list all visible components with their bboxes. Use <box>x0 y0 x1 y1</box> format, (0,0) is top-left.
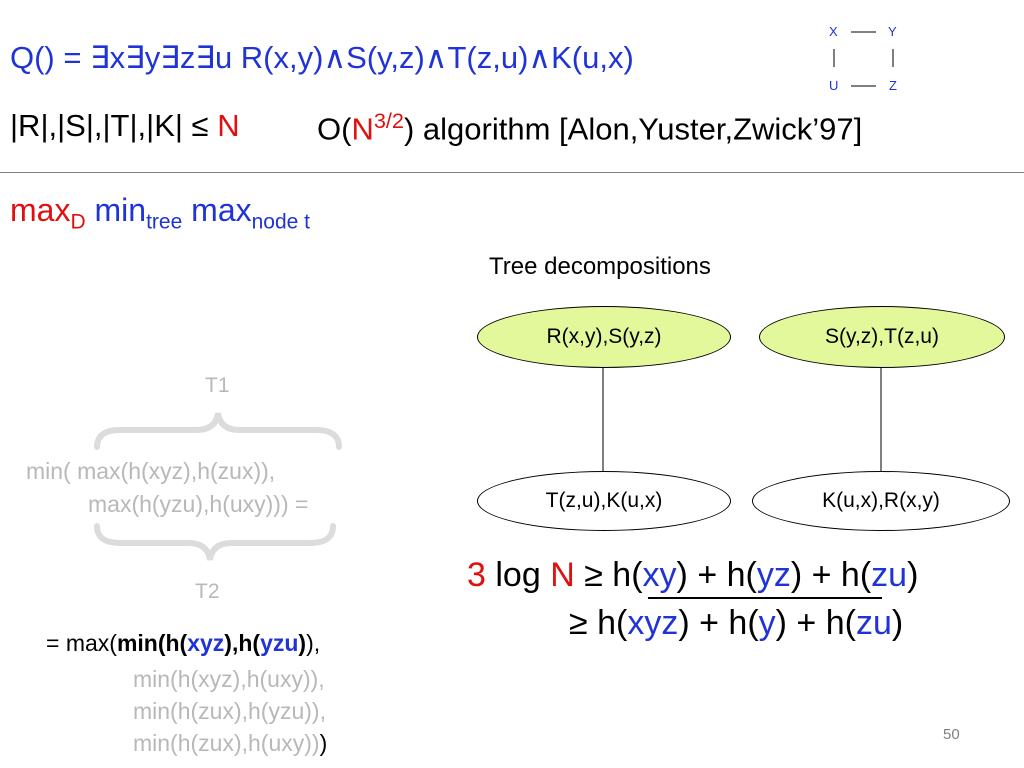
inequality-line1: 3 log N ≥ h(xy) + h(yz) + h(zu) <box>467 556 918 595</box>
ineq-zu2: zu <box>855 604 892 642</box>
ineq-log: log <box>485 556 551 594</box>
top-brace <box>94 412 342 450</box>
ineq-zu: zu <box>871 556 908 594</box>
ineq-p2: ) + h( <box>790 556 872 594</box>
query-formula: Q() = ∃x∃y∃z∃u R(x,y)∧S(y,z)∧T(z,u)∧K(u,… <box>10 40 634 76</box>
ineq-p1: ) + h( <box>676 556 757 594</box>
min-tree-sub: tree <box>146 210 183 234</box>
max-d: max <box>10 192 71 228</box>
max-expression-line2: min(h(xyz),h(uxy)), <box>133 666 325 692</box>
inequality-underline <box>648 597 882 599</box>
square-edges <box>833 31 894 87</box>
max-expression-line4: min(h(zux),h(uxy))) <box>133 730 327 757</box>
algo-n: N <box>351 111 374 147</box>
min-tree: min <box>85 192 147 228</box>
tree1-root-bag: R(x,y),S(y,z) <box>477 306 731 368</box>
t1-label: T1 <box>205 374 230 397</box>
min-expression-line2: max(h(yzu),h(uxy))) = <box>88 491 309 517</box>
sizes-n: N <box>217 108 240 143</box>
eq-line4-text: min(h(zux),h(uxy)) <box>133 730 320 756</box>
eq-line4-close: ) <box>319 730 328 756</box>
header-divider <box>0 172 1024 173</box>
ineq-n: N <box>550 556 575 594</box>
eq-blue1: xyz <box>187 630 225 656</box>
query-vars: ∃x∃y∃z∃u <box>90 40 241 75</box>
square-query-graph: X Y U Z <box>820 22 910 96</box>
ineq-q3: ) <box>891 604 904 642</box>
query-body: R(x,y)∧S(y,z)∧T(z,u)∧K(u,x) <box>240 40 634 75</box>
ineq-p3: ) <box>907 556 919 594</box>
ineq-yz: yz <box>756 556 791 594</box>
inequality-line2: ≥ h(xyz) + h(y) + h(zu) <box>569 604 903 643</box>
eq-suffix: ), <box>306 630 321 656</box>
sizes-text: |R|,|S|,|T|,|K| ≤ <box>10 108 218 143</box>
eq-blue2: yzu <box>260 630 299 656</box>
ineq-q2: ) + h( <box>775 604 856 642</box>
algo-open: O( <box>317 111 352 147</box>
eq-bold3: ) <box>298 630 307 656</box>
max-expression-line3: min(h(zux),h(yzu)), <box>133 698 326 724</box>
square-node-u: U <box>829 78 839 93</box>
ineq-ge2: ≥ h( <box>569 604 628 642</box>
square-node-x: X <box>829 24 838 39</box>
max-d-sub: D <box>70 210 86 234</box>
tree2-root-bag: S(y,z),T(z,u) <box>759 306 1005 368</box>
max-node-sub: node t <box>251 210 310 234</box>
t2-label: T2 <box>195 580 220 603</box>
max-expression-line1: = max(min(h(xyz),h(yzu)), <box>46 630 320 657</box>
ineq-y: y <box>758 604 776 642</box>
eq-bold2: ),h( <box>224 630 261 656</box>
tree1-child-bag: T(z,u),K(u,x) <box>477 471 731 531</box>
ineq-ge1: ≥ h( <box>574 556 643 594</box>
ineq-xyz: xyz <box>627 604 679 642</box>
algorithm-complexity: O(N3/2) algorithm [Alon,Yuster,Zwick’97] <box>317 108 862 147</box>
ineq-xy: xy <box>642 556 677 594</box>
algo-exp: 3/2 <box>373 108 404 133</box>
min-expression-line1: min( max(h(xyz),h(zux)), <box>26 458 276 484</box>
algo-rest: ) algorithm [Alon,Yuster,Zwick’97] <box>403 111 863 147</box>
square-node-y: Y <box>888 24 897 39</box>
max-node: max <box>182 192 252 228</box>
eq-prefix: = max( <box>46 630 117 656</box>
bottom-brace <box>94 523 336 561</box>
tree2-child-bag: K(u,x),R(x,y) <box>752 471 1010 531</box>
ineq-q1: ) + h( <box>678 604 759 642</box>
max-min-max-expression: maxD mintree maxnode t <box>10 192 310 234</box>
relation-size-bound: |R|,|S|,|T|,|K| ≤ N <box>10 108 240 144</box>
ineq-three: 3 <box>467 556 486 594</box>
square-node-z: Z <box>889 78 897 93</box>
tree-decompositions-title: Tree decompositions <box>489 253 711 280</box>
eq-bold1: min(h( <box>116 630 188 656</box>
page-number: 50 <box>943 726 960 743</box>
query-lhs: Q() = <box>10 40 91 75</box>
